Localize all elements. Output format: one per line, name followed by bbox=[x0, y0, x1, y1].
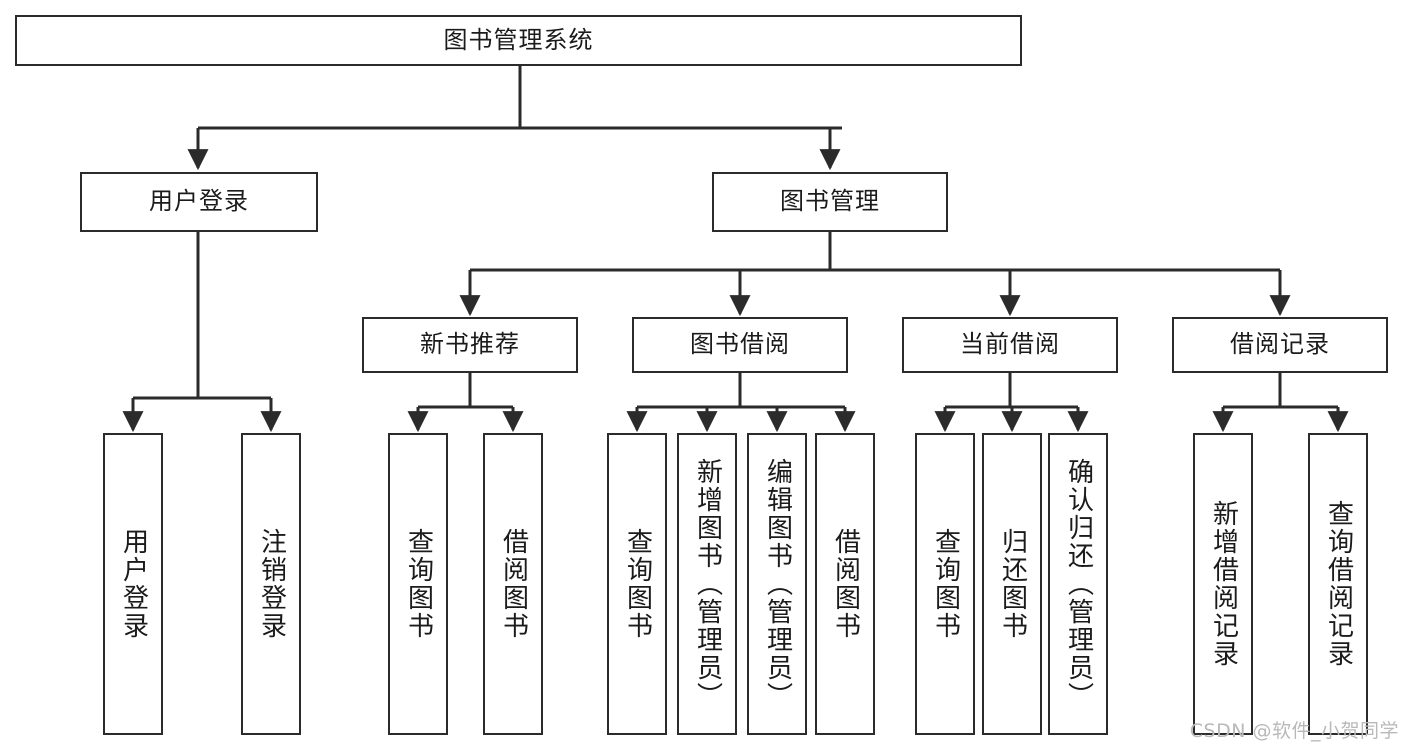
node-leaf-query-record[interactable]: 查询借阅记录 bbox=[1308, 433, 1368, 735]
node-label: 借阅图书 bbox=[830, 528, 861, 640]
node-current-borrow[interactable]: 当前借阅 bbox=[902, 317, 1118, 373]
csdn-watermark: CSDN @软件_小贺同学 bbox=[1189, 720, 1399, 742]
node-leaf-user-logout[interactable]: 注销登录 bbox=[241, 433, 301, 735]
node-user-login[interactable]: 用户登录 bbox=[80, 172, 318, 232]
node-book-borrow[interactable]: 图书借阅 bbox=[632, 317, 848, 373]
node-label: 编辑图书（管理员） bbox=[762, 458, 793, 710]
node-root-system[interactable]: 图书管理系统 bbox=[15, 15, 1022, 66]
node-label: 归还图书 bbox=[997, 528, 1028, 640]
node-label: 用户登录 bbox=[149, 187, 249, 216]
node-label: 图书管理 bbox=[780, 187, 880, 216]
node-label: 借阅记录 bbox=[1230, 330, 1330, 359]
node-label: 新书推荐 bbox=[420, 330, 520, 359]
node-leaf-add-record[interactable]: 新增借阅记录 bbox=[1193, 433, 1253, 735]
node-label: 确认归还（管理员） bbox=[1063, 458, 1094, 710]
node-label: 图书管理系统 bbox=[443, 25, 594, 54]
node-leaf-edit-book[interactable]: 编辑图书（管理员） bbox=[747, 433, 807, 735]
node-label: 新增图书（管理员） bbox=[692, 458, 723, 710]
node-leaf-borrow-book-1[interactable]: 借阅图书 bbox=[483, 433, 543, 735]
node-leaf-query-book-3[interactable]: 查询图书 bbox=[915, 433, 975, 735]
node-label: 当前借阅 bbox=[960, 330, 1060, 359]
node-label: 用户登录 bbox=[118, 528, 149, 640]
node-label: 查询借阅记录 bbox=[1323, 500, 1354, 668]
node-label: 图书借阅 bbox=[690, 330, 790, 359]
node-leaf-user-login[interactable]: 用户登录 bbox=[103, 433, 163, 735]
node-leaf-query-book-1[interactable]: 查询图书 bbox=[388, 433, 448, 735]
node-leaf-return-book[interactable]: 归还图书 bbox=[982, 433, 1042, 735]
node-label: 查询图书 bbox=[622, 528, 653, 640]
node-label: 查询图书 bbox=[403, 528, 434, 640]
node-leaf-confirm-return[interactable]: 确认归还（管理员） bbox=[1048, 433, 1108, 735]
node-leaf-query-book-2[interactable]: 查询图书 bbox=[607, 433, 667, 735]
node-label: 新增借阅记录 bbox=[1208, 500, 1239, 668]
node-leaf-borrow-book-2[interactable]: 借阅图书 bbox=[815, 433, 875, 735]
node-label: 借阅图书 bbox=[498, 528, 529, 640]
node-label: 查询图书 bbox=[930, 528, 961, 640]
node-book-manage[interactable]: 图书管理 bbox=[712, 172, 948, 232]
node-new-book-recommend[interactable]: 新书推荐 bbox=[362, 317, 578, 373]
node-borrow-record[interactable]: 借阅记录 bbox=[1172, 317, 1388, 373]
node-label: 注销登录 bbox=[256, 528, 287, 640]
node-leaf-add-book[interactable]: 新增图书（管理员） bbox=[677, 433, 737, 735]
